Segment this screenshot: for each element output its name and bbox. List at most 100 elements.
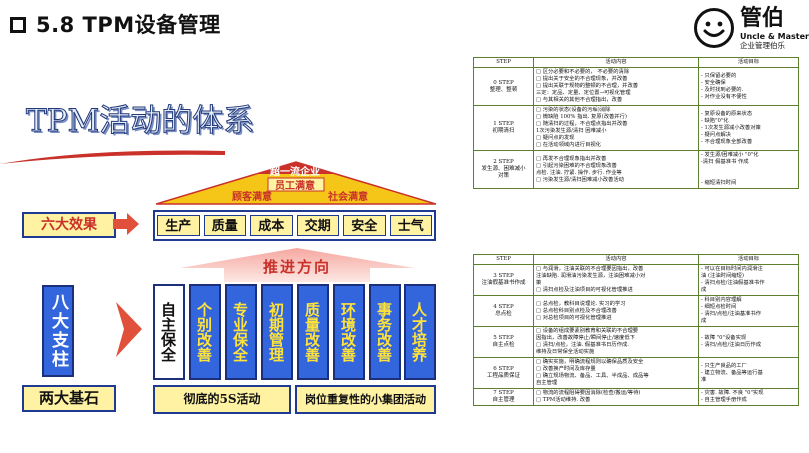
content-line: □ 区分必要和不必要的， 不必要的清除 xyxy=(536,69,630,75)
content-line: □ 设备的组成要素别教育和关联的不合理要 xyxy=(536,328,639,334)
logo-english-name: Uncle & Master xyxy=(740,32,809,41)
pillar-autonomous-maintenance: 自主保全 xyxy=(153,284,185,380)
step-line: 4 STEP xyxy=(493,304,514,310)
roof-top-label: 超一流企业 xyxy=(270,167,320,178)
content-line: □ 总点检科目别点检及不合理改善 xyxy=(536,307,617,314)
goal-line: - 细短点检时间 xyxy=(701,304,737,310)
content-line: 点检. 注油. 拧紧. 操作. 步行. 作业等 xyxy=(536,169,622,176)
content-line: 1次污染发生源/清扫 困难减小 xyxy=(536,128,607,134)
step-line: 发生源、困难减小 xyxy=(481,166,526,172)
logo-slogan: 企业管理伯乐 xyxy=(740,41,785,50)
pillar-talent-training: 人才培养 xyxy=(404,284,436,380)
effects-bar: 生产 质量 成本 交期 安全 士气 xyxy=(153,210,436,241)
step-line: 注油假基准书作成 xyxy=(481,280,526,286)
content-line: □ 再发不合理现象指出并改善 xyxy=(536,155,607,162)
step-line: 整理、整顿 xyxy=(489,86,518,93)
goal-line: - 安全确保 xyxy=(701,79,726,86)
goal-line: - 灾害. 故障. 不良 "0"实现 xyxy=(701,390,764,396)
cell-content: □ 与润滑，注油关联的不合理要因指出，改善 注油缺陷. 润滑油污染发生源，注油困… xyxy=(533,264,699,296)
content-line: □ 提出关于安全的不合理现象，并改善 xyxy=(536,76,628,82)
pillar-planned-maintenance: 专业保全 xyxy=(225,284,257,380)
step-line: 0 STEP xyxy=(493,79,514,86)
foundation-5s: 彻底的5S活动 xyxy=(153,385,291,414)
col-header-content: 活动内容 xyxy=(533,57,699,68)
cell-content: □ 污染的状态(设备的污垢)消除□ 微缺陷 100% 指出. 复原(改善并行) □… xyxy=(533,105,699,151)
content-line: □ 与润滑，注油关联的不合理要因指出，改善 xyxy=(536,266,644,272)
effect-cost: 成本 xyxy=(250,215,293,236)
pillar-office-improvement: 事务改善 xyxy=(369,284,401,380)
cell-goal: - 故障 "0"设备实现- 清扫/点检/注油日历作成 xyxy=(698,326,799,358)
col-header-goal: 活动目标 xyxy=(698,254,799,265)
cell-goal: - 可以在目标时间内润滑注 油 (注油时间缩短)- 清扫点检/注油假基准书作 成 xyxy=(698,264,799,296)
step-line: 5 STEP xyxy=(493,335,514,341)
content-line: □ 引起污染困难的不合理现象改善 xyxy=(536,162,617,169)
step-line: 6 STEP xyxy=(493,366,514,372)
goal-line: - 缩短清扫时间 xyxy=(701,180,737,186)
goal-line: - 只保留必要的 xyxy=(701,72,737,79)
step-line: 自主点检 xyxy=(492,342,515,348)
cell-goal: - 只生产良品的工厂- 建立物流、备品等运行基 准 xyxy=(698,357,799,389)
cell-content: □ 物流的流程阻碍要因消除(检查/搬运/等待)□ TPM活动维持. 改善 xyxy=(533,388,699,406)
cell-content: □ 再发不合理现象指出并改善□ 引起污染困难的不合理现象改善 点检. 注油. 拧… xyxy=(533,150,699,189)
goal-line: - 可以在目标时间内润滑注 xyxy=(701,266,763,272)
cell-goal: - 只保留必要的- 安全确保- 及时找到必要的.- 对作业没有不便性 xyxy=(698,67,799,106)
six-effects-label: 六大效果 xyxy=(22,212,116,238)
content-line: □ 确实实施，明确流程规则以确保品质及安全 xyxy=(536,359,644,365)
content-line: □ 疑问点的发现 xyxy=(536,135,575,141)
goal-line: 成 xyxy=(701,318,707,324)
content-line: □ 污染的状态(设备的污垢)消除 xyxy=(536,107,611,113)
content-line: 三定：定品、定量、定位置→可视化管理 xyxy=(536,90,631,96)
promote-direction-arrow xyxy=(180,248,414,282)
cell-content: □ 总点检，教科目说理论. 实习的学习□ 总点检科目别点检及不合理改善□ 对总检… xyxy=(533,295,699,327)
content-line: □ 微缺陷 100% 指出. 复原(改善并行) xyxy=(536,114,627,120)
content-line: □ 确立规场物流、备品、工具、半成品、成品等 xyxy=(536,373,649,379)
goal-line: - 发生源/困难减小 "0"化 xyxy=(701,152,759,158)
red-swoosh-decoration xyxy=(0,150,225,164)
effect-morale: 士气 xyxy=(389,215,432,236)
content-line: □ 在活动领域内进行目视化 xyxy=(536,142,601,148)
col-header-step: STEP xyxy=(473,57,534,68)
content-line: 自主管理 xyxy=(536,380,558,386)
effect-quality: 质量 xyxy=(203,215,246,236)
pillar-early-management: 初期管理 xyxy=(261,284,293,380)
content-line: □ 与其相关的其他不合理指出，改善 xyxy=(536,97,623,103)
content-line: 策 xyxy=(536,280,542,286)
content-line: □ 对总检项目的可视化管理推进 xyxy=(536,314,612,321)
pillar-focused-improvement: 个别改善 xyxy=(189,284,221,380)
goal-line: - 不合理现象全部改善 xyxy=(701,138,753,145)
goal-line: - 自主管理手册作成 xyxy=(701,397,747,403)
col-header-step: STEP xyxy=(473,254,534,265)
goal-line: - 及时找到必要的. xyxy=(701,86,744,93)
step-line: 1 STEP xyxy=(493,121,514,127)
goal-line: -清扫 假基准书 作成 xyxy=(701,159,749,165)
step-line: 3 STEP xyxy=(493,273,514,279)
pillar-quality-improvement: 质量改善 xyxy=(297,284,329,380)
effect-safety: 安全 xyxy=(343,215,386,236)
cell-content: □ 设备的组成要素别教育和关联的不合理要 因指出，改善故障停止/瞬间停止/速度低… xyxy=(533,326,699,358)
content-line: □ 总点检，教科目说理论. 实习的学习 xyxy=(536,300,626,307)
goal-line: - 对作业没有不便性 xyxy=(701,93,747,100)
step-line: 7 STEP xyxy=(493,390,514,396)
cell-content: □ 确实实施，明确流程规则以确保品质及安全□ 改善换产时间及库存量□ 确立规场物… xyxy=(533,357,699,389)
goal-line: 准 xyxy=(701,376,707,383)
step-line: 2 STEP xyxy=(493,159,514,165)
roof-right-label: 社会满意 xyxy=(328,192,368,203)
goal-line: - 复原设备的原来状态 xyxy=(701,110,753,117)
cell-goal: - 复原设备的原来状态- 缺陷"0"化- 1次发生源减小改善对策- 疑问点解决-… xyxy=(698,105,799,151)
title-square-icon xyxy=(10,17,26,33)
company-logo: 管伯 Uncle & Master 企业管理伯乐 xyxy=(694,7,809,52)
page-title: 5.8 TPM设备管理 xyxy=(36,13,221,37)
smiley-face-icon xyxy=(694,8,734,48)
content-line: □ 改善换产时间及库存量 xyxy=(536,366,596,372)
